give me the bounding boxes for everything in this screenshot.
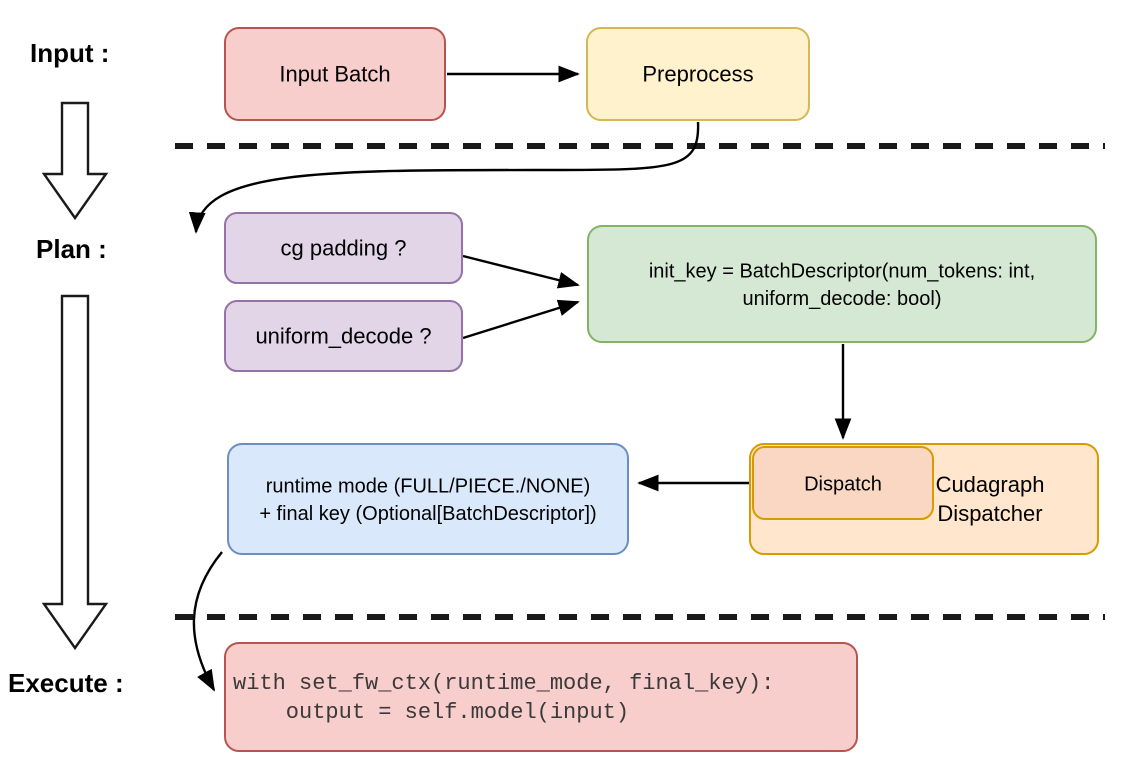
edge-runtime-mode-to-execute [192,551,223,692]
stage-labels: Input : Plan : Execute : [8,38,124,698]
node-init-key[interactable]: init_key = BatchDescriptor(num_tokens: i… [587,225,1097,343]
uniform-decode-box[interactable] [224,300,463,372]
stage-label-execute: Execute : [8,668,124,698]
node-execute-code[interactable]: with set_fw_ctx(runtime_mode, final_key)… [224,642,858,752]
node-dispatch[interactable]: Dispatch [752,446,934,520]
init-key-label: init_key = BatchDescriptor(num_tokens: i… [649,260,1035,310]
edge-uniform-decode-to-init-key [462,299,580,340]
preprocess-box[interactable] [586,27,810,121]
uniform-decode-label: uniform_decode ? [255,324,431,349]
stage-label-input: Input : [30,38,109,68]
input-batch-label: Input Batch [279,62,390,87]
cg-padding-box[interactable] [224,212,463,284]
node-preprocess[interactable]: Preprocess [586,27,810,121]
dispatch-box[interactable] [752,446,934,520]
node-cg-padding[interactable]: cg padding ? [224,212,463,284]
node-uniform-decode[interactable]: uniform_decode ? [224,300,463,372]
execute-code-label: with set_fw_ctx(runtime_mode, final_key)… [233,671,774,725]
init-key-box[interactable] [587,225,1097,343]
stage-flow-arrows [41,101,109,651]
node-input-batch[interactable]: Input Batch [224,27,446,121]
stage-label-plan: Plan : [36,234,107,264]
section-dividers [175,143,1105,620]
cg-padding-label: cg padding ? [281,236,407,261]
node-runtime-mode[interactable]: runtime mode (FULL/PIECE./NONE)+ final k… [227,443,629,555]
input-batch-box[interactable] [224,27,446,121]
stage-arrow-plan-to-execute [41,294,109,651]
preprocess-label: Preprocess [642,62,753,87]
stage-arrow-input-to-plan [41,101,109,221]
execute-code-box[interactable] [224,642,858,752]
diagram-nodes: Input Batch Preprocess cg padding ? uniform… [224,27,1099,752]
runtime-mode-box[interactable] [227,443,629,555]
runtime-mode-label: runtime mode (FULL/PIECE./NONE)+ final k… [259,475,596,525]
dispatch-label: Dispatch [804,473,882,495]
edge-cg-padding-to-init-key [462,254,580,289]
edge-preprocess-to-cg-padding [188,121,700,234]
connector-edges [188,65,852,692]
